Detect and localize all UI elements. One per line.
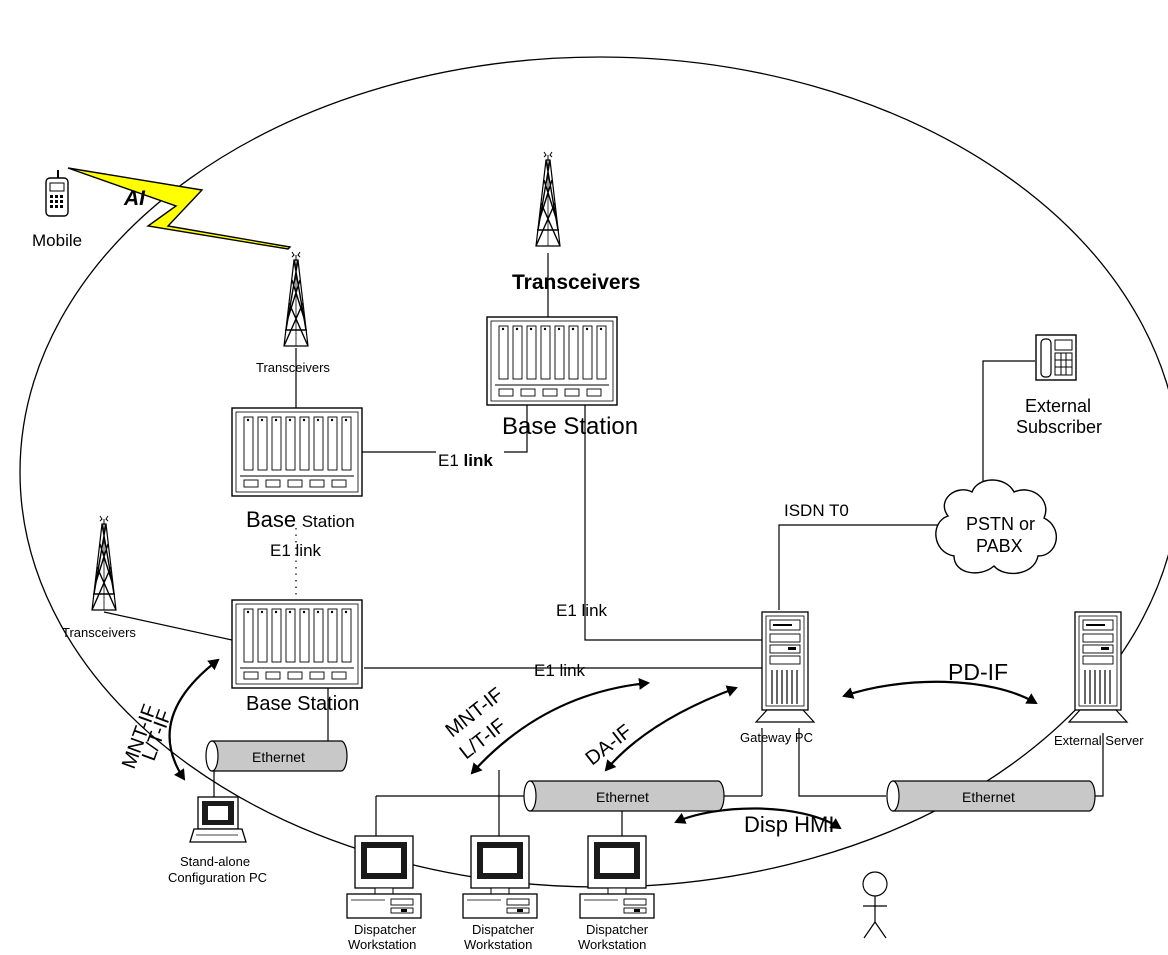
base-station-label-left-word2: Station — [302, 512, 355, 531]
pstn-label-2: PABX — [976, 536, 1023, 556]
person-icon — [863, 872, 887, 938]
base-station-rack-icon — [487, 317, 617, 405]
e1-link-label-top-e1: E1 — [438, 451, 459, 470]
dispatcher-label-2: Dispatcher — [472, 922, 535, 937]
transceivers-label-left: Transceivers — [256, 360, 330, 375]
antenna-tower-icon — [536, 152, 560, 246]
standalone-pc-label-1: Stand-alone — [180, 854, 250, 869]
external-subscriber-label-2: Subscriber — [1016, 417, 1102, 437]
desktop-workstation-icon — [463, 836, 537, 918]
base-station-label-top: Base Station — [502, 413, 638, 440]
da-if-label: DA-IF — [582, 720, 637, 769]
external-subscriber-label-1: External — [1025, 396, 1091, 416]
e1-link-label-middle: E1 link — [556, 601, 608, 620]
pd-if-label: PD-IF — [948, 659, 1008, 685]
dispatcher-label-1: Dispatcher — [354, 922, 417, 937]
e1-link-label-bottom: E1 link — [534, 661, 586, 680]
antenna-tower-icon — [92, 516, 116, 610]
e1-link-label-vertical: E1 link — [270, 541, 322, 560]
lightning-bolt-icon — [68, 168, 290, 249]
mobile-phone-icon — [46, 170, 68, 216]
server-tower-icon — [756, 612, 814, 722]
base-station-rack-icon — [232, 600, 362, 688]
standalone-pc-label-2: Configuration PC — [168, 870, 267, 885]
ai-interface-label: AI — [123, 187, 146, 210]
workstation-label-2: Workstation — [464, 937, 532, 952]
dispatcher-label-3: Dispatcher — [586, 922, 649, 937]
ethernet-cable-middle: Ethernet — [524, 781, 724, 811]
base-station-label-left: Base Station — [246, 507, 355, 532]
base-station-label-bottom: Base Station — [246, 693, 359, 715]
workstation-label-3: Workstation — [578, 937, 646, 952]
gateway-pc-label: Gateway PC — [740, 730, 813, 745]
disp-hmi-label: Disp HMI — [744, 812, 834, 837]
ethernet-label-left: Ethernet — [252, 749, 305, 765]
e1-link-label-top: E1 link — [438, 451, 493, 470]
server-tower-icon — [1069, 612, 1127, 722]
ethernet-cable-left: Ethernet — [206, 741, 347, 771]
ethernet-label-middle: Ethernet — [596, 789, 649, 805]
ethernet-label-right: Ethernet — [962, 789, 1015, 805]
desktop-workstation-icon — [580, 836, 654, 918]
e1-link-label-top-link: link — [464, 451, 494, 470]
mobile-label: Mobile — [32, 231, 82, 250]
base-station-rack-icon — [232, 408, 362, 496]
external-server-label: External Server — [1054, 733, 1144, 748]
base-station-label-left-word1: Base — [246, 507, 296, 532]
desktop-workstation-icon — [347, 836, 421, 918]
workstation-label-1: Workstation — [348, 937, 416, 952]
isdn-t0-label: ISDN T0 — [784, 501, 849, 520]
antenna-tower-icon — [284, 252, 308, 346]
transceivers-label-far-left: Transceivers — [62, 625, 136, 640]
laptop-icon — [190, 797, 246, 842]
pstn-label-1: PSTN or — [966, 514, 1035, 534]
ethernet-cable-right: Ethernet — [887, 781, 1095, 811]
transceivers-label-top: Transceivers — [512, 271, 640, 294]
telephone-icon — [1036, 335, 1076, 380]
